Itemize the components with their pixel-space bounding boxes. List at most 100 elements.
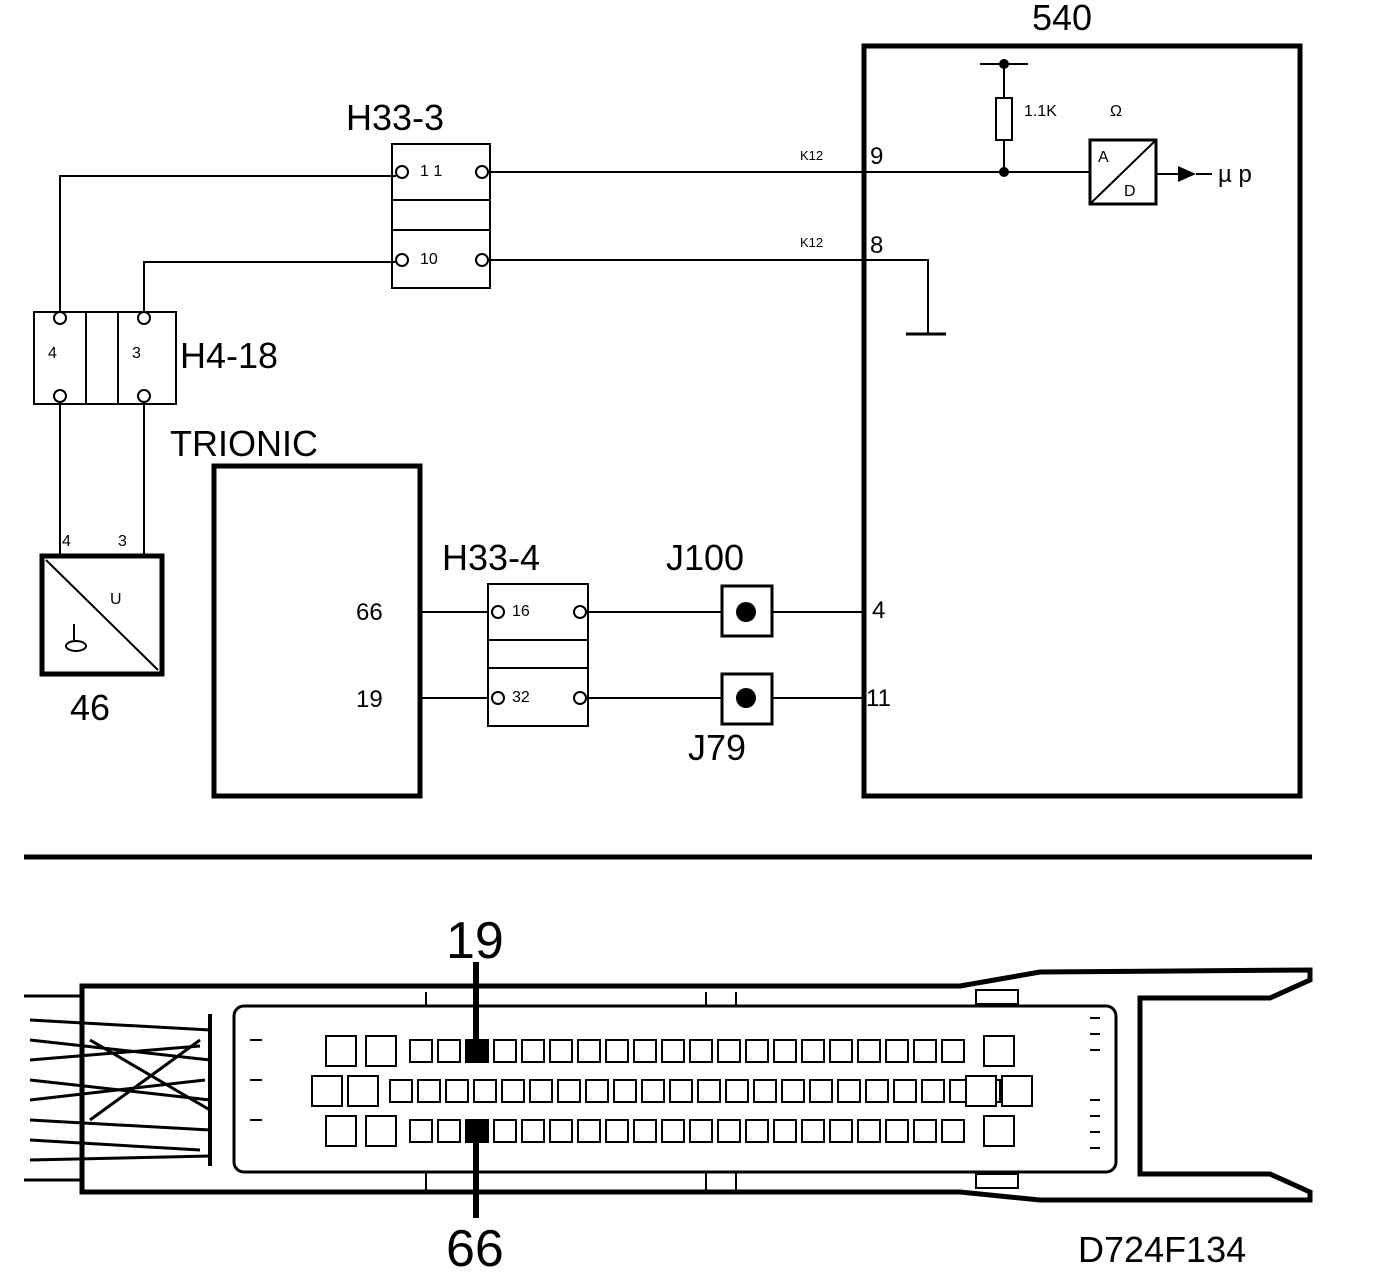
connector-pin: [801, 1039, 825, 1063]
pin-8-label: 8: [870, 232, 883, 259]
connector-pin: [697, 1079, 721, 1103]
connector-pin: [983, 1035, 1015, 1067]
pin-9-label: 9: [870, 143, 883, 170]
test-point-j79: J79: [688, 672, 774, 768]
h33-4-label: H33-4: [442, 537, 540, 578]
connector-h33-3: H33-3 1 1 10: [346, 97, 491, 289]
connector-pin: [885, 1119, 909, 1143]
h33-4-pin-32: 32: [512, 689, 530, 706]
connector-pin: [745, 1119, 769, 1143]
connector-pin: [941, 1119, 965, 1143]
connector-pin: [493, 1119, 517, 1143]
connector-pin: [445, 1079, 469, 1103]
connector-pin: [829, 1039, 853, 1063]
trionic-ecu: TRIONIC 66 19: [170, 423, 423, 799]
connector-pin: [557, 1079, 581, 1103]
connector-pin: [417, 1079, 441, 1103]
connector-pin: [773, 1039, 797, 1063]
connector-pin: [965, 1075, 997, 1107]
trionic-label: TRIONIC: [170, 423, 318, 464]
connector-pin: [753, 1079, 777, 1103]
connector-pin: [501, 1079, 525, 1103]
connector-pin: [347, 1075, 379, 1107]
output-label: µ p: [1218, 161, 1252, 188]
trionic-pin-19: 19: [356, 686, 383, 713]
connector-pin: [549, 1039, 573, 1063]
ecu-connector-view: 19 66: [24, 912, 1313, 1274]
connector-pin: [493, 1039, 517, 1063]
connector-pin: [325, 1115, 357, 1147]
connector-pin: [983, 1115, 1015, 1147]
connector-pin: [773, 1119, 797, 1143]
ohm-symbol: Ω: [1110, 103, 1122, 120]
connector-pin: [689, 1119, 713, 1143]
connector-pin: [633, 1039, 657, 1063]
h33-4-pin-16: 16: [512, 603, 530, 620]
connector-pin: [893, 1079, 917, 1103]
connector-pin: [641, 1079, 665, 1103]
connector-pin: [613, 1079, 637, 1103]
connector-pin: [913, 1039, 937, 1063]
connector-pin: [409, 1119, 433, 1143]
sensor-46-inner-u: U: [110, 591, 122, 608]
connector-pin: [437, 1119, 461, 1143]
pin-11-label: 11: [866, 685, 891, 712]
connector-h4-18: 4 3 H4-18: [33, 311, 278, 405]
connector-pin: [365, 1115, 397, 1147]
module-540-box: [861, 43, 1303, 799]
adc-label-d: D: [1124, 183, 1136, 200]
connector-pin: [661, 1039, 685, 1063]
adc-label-a: A: [1098, 149, 1109, 166]
connector-pin: [311, 1075, 343, 1107]
connector-pin: [1001, 1075, 1033, 1107]
module-540-label: 540: [1032, 0, 1092, 38]
callout-pin-66: 66: [446, 1220, 504, 1274]
connector-pin: [549, 1119, 573, 1143]
connector-pin: [941, 1039, 965, 1063]
test-point-j100: J100: [666, 537, 774, 638]
connector-pin: [605, 1119, 629, 1143]
connector-pin: [921, 1079, 945, 1103]
h33-3-label: H33-3: [346, 97, 444, 138]
sensor-46-pin-4: 4: [62, 533, 71, 550]
connector-pin: [605, 1039, 629, 1063]
sensor-46-pin-3: 3: [118, 533, 127, 550]
connector-pin: [521, 1039, 545, 1063]
connector-pin: [857, 1039, 881, 1063]
connector-pin: [669, 1079, 693, 1103]
connector-pin: [801, 1119, 825, 1143]
connector-pin: [857, 1119, 881, 1143]
wire-tag-k12-top: K12: [800, 148, 823, 163]
h4-18-pin-3: 3: [132, 345, 141, 362]
trionic-box: [211, 463, 423, 799]
connector-pin: [585, 1079, 609, 1103]
output-arrow-icon: [1178, 166, 1196, 182]
pin-4-label: 4: [872, 597, 885, 624]
connector-pin: [717, 1039, 741, 1063]
connector-pin: [781, 1079, 805, 1103]
trionic-pin-66: 66: [356, 599, 383, 626]
sensor-46: 4 3 U 46: [39, 533, 165, 728]
connector-pin: [437, 1039, 461, 1063]
h4-18-pin-4: 4: [48, 345, 57, 362]
connector-pin: [725, 1079, 749, 1103]
connector-pin: [633, 1119, 657, 1143]
cable-bundle: [24, 994, 211, 1182]
connector-pin: [409, 1039, 433, 1063]
sensor-46-label: 46: [70, 687, 110, 728]
connector-pin: [521, 1119, 545, 1143]
connector-pin: [717, 1119, 741, 1143]
connector-pin: [837, 1079, 861, 1103]
connector-pin-grid: [311, 1035, 1033, 1147]
h33-3-pin-10: 10: [420, 251, 438, 268]
connector-pin: [745, 1039, 769, 1063]
resistor-label: 1.1K: [1024, 103, 1057, 120]
connector-pin: [473, 1079, 497, 1103]
j100-label: J100: [666, 537, 744, 578]
connector-pin: [389, 1079, 413, 1103]
connector-pin: [829, 1119, 853, 1143]
connector-pin: [885, 1039, 909, 1063]
h33-3-pin-11: 1 1: [420, 163, 442, 180]
connector-pin: [577, 1039, 601, 1063]
